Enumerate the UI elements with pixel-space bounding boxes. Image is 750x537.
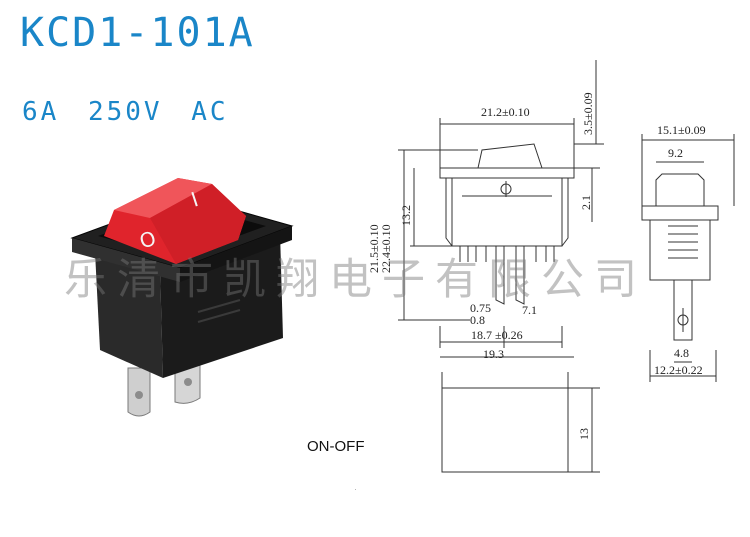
product-title: KCD1-101A xyxy=(20,10,255,56)
housing-marking-1 xyxy=(197,299,241,313)
front-body xyxy=(451,177,563,247)
front-view xyxy=(439,143,575,305)
front-dimension-lines xyxy=(398,60,604,358)
front-terminals xyxy=(495,246,525,305)
side-view xyxy=(641,173,719,341)
rocker-off-mark: O xyxy=(136,226,158,254)
bezel-side xyxy=(180,226,292,282)
rocker-highlight xyxy=(114,178,212,218)
side-bezel xyxy=(641,205,719,221)
dim-terminal-width: 4.8 xyxy=(674,346,689,360)
dim-body-height: 13.2 xyxy=(399,205,413,226)
dim-bottom-width: 18.7 ±0.26 xyxy=(471,328,523,342)
company-watermark: 乐清市凯翔电子有限公司 xyxy=(64,255,647,305)
dim-offset-left: 0.75 xyxy=(470,301,491,315)
dim-front-top-width: 21.2±0.10 xyxy=(481,105,530,119)
side-rocker xyxy=(655,173,705,206)
dim-rocker-height: 3.5±0.09 xyxy=(581,92,595,135)
dim-step: 2.1 xyxy=(579,195,593,210)
dim-offset-left-alt: 0.8 xyxy=(470,313,485,327)
side-ribs xyxy=(668,225,698,259)
front-bezel xyxy=(439,167,575,179)
dim-height-overall-alt: 22.4±0.10 xyxy=(379,224,393,273)
rocker-shade xyxy=(150,184,246,264)
front-pin-stubs xyxy=(459,246,555,262)
bottom-body xyxy=(441,387,569,473)
product-rating: 6A 250V AC xyxy=(22,97,229,127)
bezel-front xyxy=(72,238,180,282)
dim-bottom-height: 13 xyxy=(577,428,591,440)
schematic-label: ON-OFF xyxy=(307,438,365,455)
dim-pin-gap: 7.1 xyxy=(522,303,537,317)
dim-side-top-width: 15.1±0.09 xyxy=(657,123,706,137)
dim-height-overall: 21.5±0.10 xyxy=(367,224,381,273)
bottom-view xyxy=(441,372,600,473)
side-dimension-lines xyxy=(641,134,735,382)
dim-base-width: 19.3 xyxy=(483,347,504,361)
dim-side-inner-width: 9.2 xyxy=(668,146,683,160)
front-clips xyxy=(445,178,569,247)
housing-marking-2 xyxy=(197,309,241,323)
dimension-drawing: 21.2±0.10 3.5±0.09 21.5±0.10 22.4±0.10 1… xyxy=(355,60,735,490)
side-terminal xyxy=(673,280,693,341)
front-rocker xyxy=(477,143,543,169)
switch-photo: O I xyxy=(70,178,294,417)
terminal-hole-left xyxy=(135,391,143,399)
terminal-hole-right xyxy=(184,378,192,386)
dim-side-base-width: 12.2±0.22 xyxy=(654,363,703,377)
side-body xyxy=(649,220,711,281)
